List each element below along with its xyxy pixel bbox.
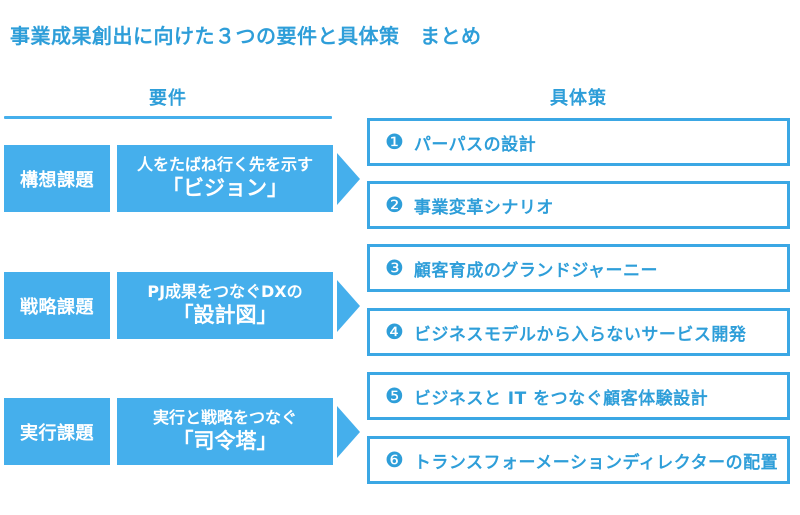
circled-number-2-icon: ❷ [385, 192, 404, 217]
requirement-description-line1: 人をたばね行く先を示す [136, 155, 313, 175]
measure-label: トランスフォーメーションディレクターの配置 [413, 452, 779, 473]
measure-item-3: ❸ 顧客育成のグランドジャーニー [367, 244, 790, 292]
measure-item-1: ❶ パーパスの設計 [367, 118, 790, 166]
requirement-category-label: 実行課題 [4, 398, 110, 465]
circled-number-1-icon: ❶ [385, 129, 404, 154]
measure-label: 顧客育成のグランドジャーニー [413, 260, 658, 281]
requirement-row-control-tower: 実行課題 実行と戦略をつなぐ 「司令塔」 [0, 398, 800, 465]
measure-label: パーパスの設計 [413, 134, 537, 155]
circled-number-3-icon: ❸ [385, 255, 404, 280]
measure-label: ビジネスモデルから入らないサービス開発 [413, 324, 747, 345]
measure-label: ビジネスと IT をつなぐ顧客体験設計 [413, 388, 709, 409]
arrow-right-icon [337, 153, 360, 205]
measure-label: 事業変革シナリオ [413, 197, 554, 218]
requirements-column-header: 要件 [149, 88, 187, 109]
measure-item-2: ❷ 事業変革シナリオ [367, 181, 790, 229]
page-title: 事業成果創出に向けた３つの要件と具体策 まとめ [10, 24, 482, 48]
requirement-keyword: 「設計図」 [172, 303, 278, 328]
measures-column-header: 具体策 [550, 88, 607, 109]
requirement-description-line1: 実行と戦略をつなぐ [152, 408, 297, 428]
requirement-category-label: 戦略課題 [4, 272, 110, 339]
requirement-row-blueprint: 戦略課題 PJ成果をつなぐDXの 「設計図」 [0, 272, 800, 339]
circled-number-5-icon: ❺ [385, 383, 404, 408]
requirement-category-label: 構想課題 [4, 145, 110, 212]
arrow-right-icon [337, 280, 360, 332]
circled-number-4-icon: ❹ [385, 319, 404, 344]
arrow-right-icon [337, 406, 360, 458]
requirement-description-box: 人をたばね行く先を示す 「ビジョン」 [117, 145, 333, 212]
requirement-row-vision: 構想課題 人をたばね行く先を示す 「ビジョン」 [0, 145, 800, 212]
requirement-description-box: PJ成果をつなぐDXの 「設計図」 [117, 272, 333, 339]
requirement-keyword: 「ビジョン」 [162, 176, 288, 201]
measure-item-5: ❺ ビジネスと IT をつなぐ顧客体験設計 [367, 372, 790, 420]
circled-number-6-icon: ❻ [385, 447, 404, 472]
requirement-description-line1: PJ成果をつなぐDXの [147, 282, 303, 302]
requirements-header-underline [4, 116, 332, 119]
measure-item-6: ❻ トランスフォーメーションディレクターの配置 [367, 436, 790, 484]
requirement-description-box: 実行と戦略をつなぐ 「司令塔」 [117, 398, 333, 465]
requirement-keyword: 「司令塔」 [172, 429, 278, 454]
measure-item-4: ❹ ビジネスモデルから入らないサービス開発 [367, 308, 790, 356]
